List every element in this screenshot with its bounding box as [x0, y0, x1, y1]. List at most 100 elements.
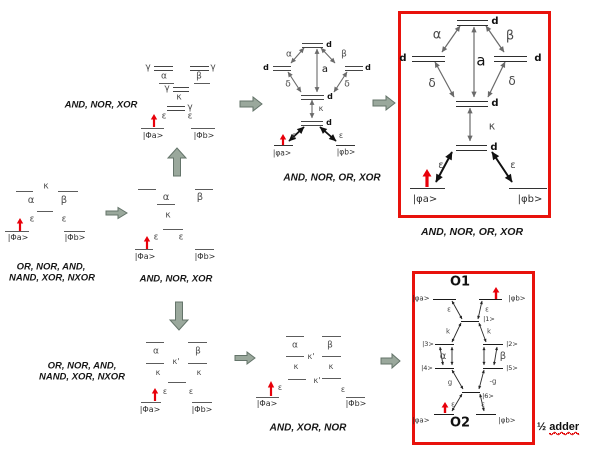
epsilon-label: ε [162, 387, 168, 396]
energy-level [195, 189, 213, 190]
ket-phi-b: |φb> [517, 194, 543, 205]
alpha-label: α [161, 71, 167, 82]
flow-arrow-right-icon [239, 95, 263, 113]
energy-level [483, 344, 503, 345]
energy-level [168, 382, 186, 383]
ket-phi-b: |Φb> [191, 405, 213, 414]
energy-level [434, 414, 454, 415]
energy-level [476, 414, 496, 415]
energy-level [410, 188, 445, 189]
d-label: d [534, 53, 542, 64]
d-label: d [263, 63, 269, 72]
epsilon-label: ε [447, 305, 451, 314]
beta-label: β [327, 340, 333, 351]
ket-phi-b: |Φb> [193, 131, 215, 140]
epsilon-label: ε [451, 400, 455, 409]
d-label: d [327, 92, 333, 101]
k-label: k [486, 327, 492, 336]
epsilon-label: ε [481, 400, 485, 409]
energy-level [146, 363, 164, 364]
energy-level [188, 363, 207, 364]
energy-level [288, 379, 306, 380]
alpha-label: α [439, 351, 447, 362]
energy-level [479, 299, 502, 300]
kappa-prime-label: κ' [313, 376, 321, 385]
energy-level [435, 368, 454, 369]
epsilon-label: ε [178, 232, 184, 243]
flow-arrow-up-icon [166, 147, 188, 177]
a-label: a [321, 64, 329, 75]
energy-level-double [345, 66, 363, 71]
energy-level [435, 344, 454, 345]
state-5-label: |5> [506, 363, 518, 372]
kappa-label: κ [328, 362, 334, 371]
beta-label: β [341, 49, 347, 60]
energy-level [37, 211, 53, 212]
kappa-label: κ [176, 92, 182, 103]
alpha-label: α [432, 27, 442, 43]
flow-arrow-right-icon [234, 351, 256, 365]
state-4-label: |4> [421, 363, 433, 372]
state-6-label: |6> [482, 391, 494, 400]
ket-phi-b: |Φb> [345, 399, 367, 408]
energy-level-double [167, 106, 185, 111]
energy-level [188, 342, 207, 343]
energy-level [433, 299, 456, 300]
delta-label: δ [508, 74, 516, 88]
flow-arrow-right-icon [372, 94, 396, 112]
gamma-label: γ [210, 62, 216, 73]
energy-level [157, 204, 175, 205]
gate-caption: AND, XOR, NOR [269, 422, 347, 434]
energy-level [192, 402, 212, 403]
d-label: d [491, 98, 499, 109]
ket-phi-a: |Φa> [7, 233, 29, 242]
epsilon-label: ε [153, 232, 159, 243]
delta-label: δ [344, 79, 350, 90]
energy-level [138, 189, 156, 190]
d-label: d [490, 142, 498, 153]
ket-phi-a: |φa> [272, 148, 292, 158]
energy-level [5, 231, 29, 232]
alpha-label: α [286, 49, 292, 60]
gate-caption: OR, NOR, AND, [16, 261, 86, 273]
epsilon-label: ε [61, 214, 67, 225]
energy-level [141, 128, 164, 129]
gamma-label: γ [164, 83, 170, 94]
d-label: d [326, 118, 332, 127]
energy-level [274, 145, 293, 146]
flow-arrow-right-icon [380, 352, 401, 370]
energy-level [163, 229, 183, 230]
state-3-label: |3> [422, 339, 434, 348]
epsilon-label: ε [338, 131, 344, 140]
energy-level-double [190, 66, 209, 71]
gamma-label: γ [145, 62, 151, 73]
energy-level [322, 336, 341, 337]
epsilon-label: ε [187, 111, 193, 122]
kappa-label: κ [488, 119, 496, 133]
energy-level [16, 191, 33, 192]
ket-phi-a: |Φa> [139, 405, 161, 414]
d-label: d [491, 16, 499, 27]
energy-level [322, 378, 341, 379]
epsilon-label: ε [510, 160, 516, 171]
g-label: g [447, 378, 453, 387]
ket-phi-a: |φa> [412, 416, 430, 425]
energy-level [483, 368, 503, 369]
energy-level [159, 83, 174, 84]
alpha-label: α [27, 195, 35, 206]
flow-arrow-down-icon [168, 301, 190, 331]
energy-level [286, 356, 304, 357]
energy-level [286, 336, 304, 337]
energy-level-double [456, 145, 487, 151]
kappa-label: κ [43, 181, 49, 192]
neg-g-label: -g [489, 377, 497, 386]
energy-level-double [173, 87, 189, 92]
energy-level-double [456, 101, 488, 107]
beta-label: β [505, 28, 515, 44]
output-o2-label: O2 [449, 415, 471, 431]
epsilon-label: ε [340, 385, 346, 394]
energy-level-double [273, 66, 291, 71]
kappa-prime-label: κ' [172, 357, 180, 366]
energy-level-double [412, 56, 445, 62]
gate-caption: AND, NOR, XOR [64, 99, 138, 111]
